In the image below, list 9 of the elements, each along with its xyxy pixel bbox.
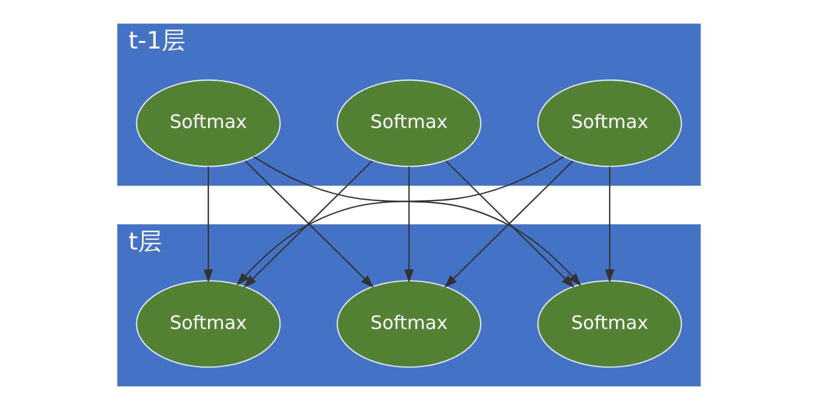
node-ellipse: Softmax: [336, 79, 482, 168]
arrow: [404, 166, 414, 283]
arrow: [605, 166, 614, 283]
node-ellipse: Softmax: [537, 280, 682, 368]
arrow: [204, 166, 213, 283]
node-ellipse: Softmax: [537, 79, 682, 168]
node-ellipse: Softmax: [136, 79, 281, 168]
node-ellipse: Softmax: [336, 280, 482, 368]
node-ellipse: Softmax: [136, 280, 281, 368]
